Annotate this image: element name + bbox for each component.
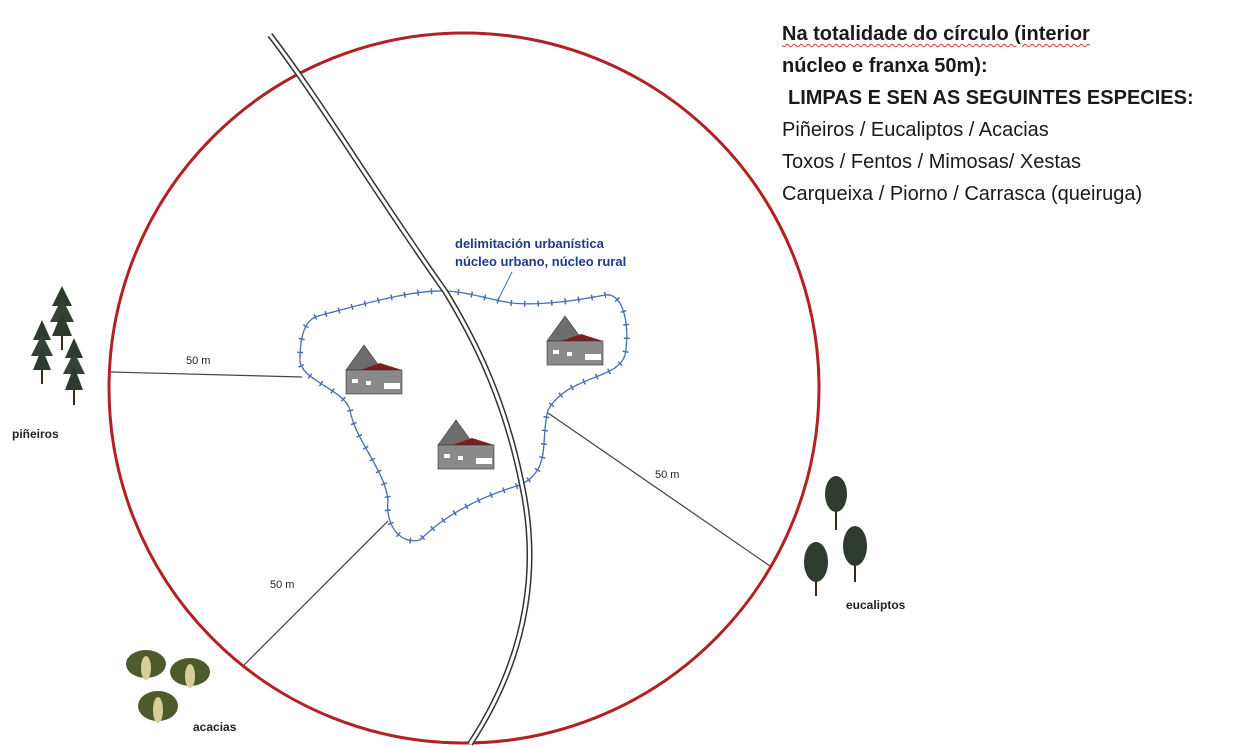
species-line-1: Piñeiros / Eucaliptos / Acacias [782,119,1049,141]
protection-circle [107,31,821,745]
road-center [268,34,532,745]
distance-line-right [547,412,771,567]
acacia-bush-icon [170,658,210,688]
species-line-2: Toxos / Fentos / Mimosas/ Xestas [782,151,1081,173]
species-line-3: Carqueixa / Piorno / Carrasca (queiruga) [782,183,1143,205]
distance-line-bottom [243,520,389,666]
distance-line-left [110,371,303,378]
house-icon [546,315,604,366]
pine-tree-icon [31,320,53,384]
pine-tree-icon [63,338,85,405]
acacia-bush-icon [126,650,166,680]
eucalyptus-tree-icon [843,526,867,582]
distance-label-right: 50 m [655,469,679,481]
rules-text-block: Na totalidade do círculo (interior núcle… [782,18,1232,210]
rules-title-line1: Na totalidade do círculo (interior [782,23,1090,45]
pines-label: piñeiros [12,427,59,441]
house-icon [437,419,495,470]
distance-label-left: 50 m [186,355,210,367]
rules-heading: LIMPAS E SEN AS SEGUINTES ESPECIES: [788,87,1194,109]
eucalyptus-tree-icon [825,476,847,530]
distance-label-bottom: 50 m [270,579,294,591]
eucalyptus-tree-icon [804,542,828,596]
eucalyptus-label: eucaliptos [846,598,906,612]
acacias-label: acacias [193,720,237,734]
pine-tree-icon [50,286,74,350]
house-icon [345,344,403,395]
boundary-label-line2: núcleo urbano, núcleo rural [455,254,626,269]
urban-boundary-barbs [296,287,630,544]
rules-title-line2: núcleo e franxa 50m): [782,55,988,77]
boundary-label-line1: delimitación urbanística [455,236,605,251]
boundary-label-leader [496,271,513,303]
acacia-bush-icon [138,691,178,723]
